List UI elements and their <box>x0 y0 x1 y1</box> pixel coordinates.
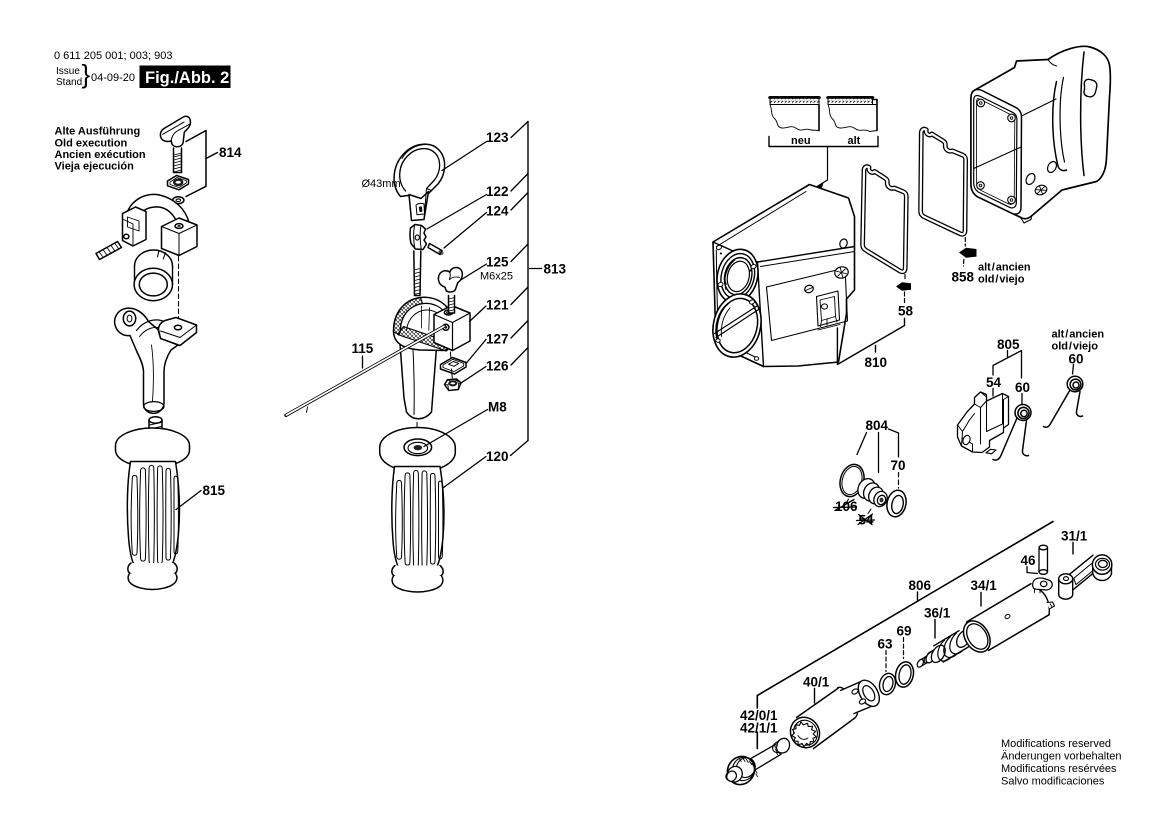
svg-text:122: 122 <box>486 184 509 199</box>
svg-text:alt / ancien: alt / ancien <box>978 262 1031 274</box>
svg-text:31/1: 31/1 <box>1061 529 1088 544</box>
svg-text:120: 120 <box>486 449 509 464</box>
svg-text:Stand: Stand <box>56 77 82 88</box>
svg-text:806: 806 <box>909 578 932 593</box>
svg-text:46: 46 <box>1021 553 1037 568</box>
svg-text:121: 121 <box>486 298 509 313</box>
svg-text:Alte Ausführung: Alte Ausführung <box>55 126 141 138</box>
svg-text:70: 70 <box>891 458 906 473</box>
svg-text:63: 63 <box>878 637 894 652</box>
svg-text:126: 126 <box>486 359 509 374</box>
svg-text:Modifications resérvées: Modifications resérvées <box>1001 763 1117 775</box>
svg-text:Fig./Abb. 2: Fig./Abb. 2 <box>145 69 229 87</box>
svg-text:34/1: 34/1 <box>971 578 998 593</box>
svg-text:813: 813 <box>544 262 567 277</box>
svg-text:858: 858 <box>952 270 975 285</box>
svg-text:alt: alt <box>848 135 861 147</box>
svg-text:Salvo modificaciones: Salvo modificaciones <box>1001 776 1105 788</box>
svg-text:814: 814 <box>219 145 242 160</box>
svg-text:123: 123 <box>486 130 509 145</box>
svg-text:old / viejo: old / viejo <box>978 274 1025 286</box>
svg-text:old / viejo: old / viejo <box>1052 341 1099 353</box>
svg-text:Modifications reserved: Modifications reserved <box>1001 738 1111 750</box>
svg-text:0 611 205 001; 003; 903: 0 611 205 001; 003; 903 <box>54 50 172 62</box>
svg-text:M8: M8 <box>488 400 507 415</box>
svg-text:}: } <box>82 59 91 89</box>
svg-text:804: 804 <box>866 418 889 433</box>
svg-text:60: 60 <box>1069 352 1084 367</box>
svg-text:106: 106 <box>835 499 858 514</box>
svg-text:Ø43mm: Ø43mm <box>362 178 401 190</box>
svg-text:125: 125 <box>486 255 509 270</box>
svg-text:neu: neu <box>791 135 811 147</box>
svg-text:Vieja ejecución: Vieja ejecución <box>55 161 135 173</box>
svg-text:M6x25: M6x25 <box>480 271 513 283</box>
svg-text:Issue: Issue <box>56 66 80 77</box>
svg-text:805: 805 <box>997 337 1020 352</box>
svg-text:Änderungen vorbehalten: Änderungen vorbehalten <box>1001 751 1121 763</box>
svg-text:36/1: 36/1 <box>924 606 951 621</box>
svg-text:60: 60 <box>1015 380 1030 395</box>
svg-text:40/1: 40/1 <box>803 675 830 690</box>
svg-text:127: 127 <box>486 332 509 347</box>
svg-text:54: 54 <box>859 513 875 528</box>
svg-text:810: 810 <box>865 355 888 370</box>
svg-text:42/0/1: 42/0/1 <box>740 708 778 723</box>
svg-text:115: 115 <box>352 341 374 356</box>
svg-text:124: 124 <box>486 204 509 219</box>
svg-text:alt / ancien: alt / ancien <box>1052 329 1105 341</box>
svg-text:42/1/1: 42/1/1 <box>740 721 778 736</box>
svg-text:58: 58 <box>898 304 914 319</box>
svg-text:54: 54 <box>986 375 1002 390</box>
svg-text:04-09-20: 04-09-20 <box>91 72 135 84</box>
svg-text:69: 69 <box>897 624 912 639</box>
svg-text:Old execution: Old execution <box>55 138 128 150</box>
svg-text:Ancien exécution: Ancien exécution <box>55 149 146 161</box>
svg-text:815: 815 <box>203 483 226 498</box>
